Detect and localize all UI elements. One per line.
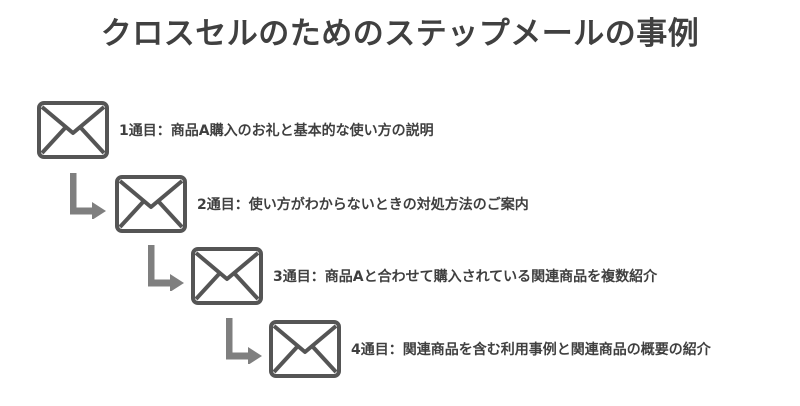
step-label: 1通目：商品A購入のお礼と基本的な使い方の説明 [119, 123, 434, 139]
step-1: 1通目：商品A購入のお礼と基本的な使い方の説明 [37, 101, 434, 159]
envelope-icon [191, 247, 263, 305]
step-arrow-icon [148, 245, 184, 291]
envelope-icon [37, 101, 109, 159]
step-label: 4通目：関連商品を含む利用事例と関連商品の概要の紹介 [351, 342, 711, 358]
diagram-title: クロスセルのためのステップメールの事例 [100, 16, 700, 52]
step-arrow-icon [70, 173, 106, 219]
step-arrow-icon [226, 318, 262, 364]
step-2: 2通目：使い方がわからないときの対処方法のご案内 [115, 175, 529, 233]
envelope-icon [269, 320, 341, 378]
step-label: 2通目：使い方がわからないときの対処方法のご案内 [197, 197, 529, 213]
envelope-icon [115, 175, 187, 233]
step-3: 3通目：商品Aと合わせて購入されている関連商品を複数紹介 [191, 247, 657, 305]
step-4: 4通目：関連商品を含む利用事例と関連商品の概要の紹介 [269, 320, 711, 378]
step-label: 3通目：商品Aと合わせて購入されている関連商品を複数紹介 [273, 269, 658, 285]
